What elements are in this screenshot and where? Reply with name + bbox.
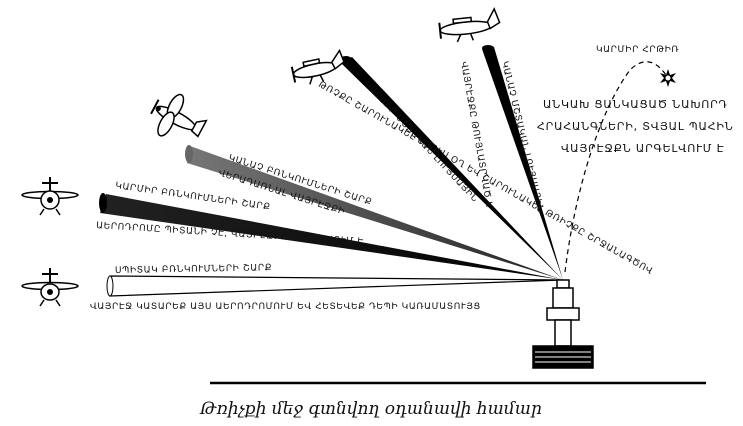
flare-burst-icon	[660, 69, 676, 87]
flare-label: ԿԱՐՄԻՐ ՀՐԹԻՌ	[596, 45, 679, 55]
svg-text:ՎԱՅՐԷՋՔՆ ԱՐԳԵԼՎՈՒՄ Է: ՎԱՅՐԷՋՔՆ ԱՐԳԵԼՎՈՒՄ Է	[561, 142, 724, 155]
beam-white-end	[106, 275, 114, 297]
beam-red-steady	[341, 57, 563, 280]
beam-green-flashing	[187, 146, 563, 280]
airplane-frontal-lower-icon	[21, 268, 79, 307]
beam-green-flashing-end	[185, 145, 193, 163]
beam-red-flashing-end	[99, 193, 107, 213]
svg-text:ՎԱՅՐԷՋ ԿԱՏԱՐԵՔ ԱՅՍ ԱԵՐՈԴՐՈՄՈՒՄ: ՎԱՅՐԷՋ ԿԱՏԱՐԵՔ ԱՅՍ ԱԵՐՈԴՐՈՄՈՒՄ ԵՎ ՀԵՏԵՎԵ…	[90, 302, 481, 312]
beam-green-steady-end	[482, 45, 494, 51]
flare-trajectory	[564, 61, 669, 273]
beam-green-steady	[482, 47, 563, 280]
airplane-frontal-upper-icon	[21, 177, 79, 216]
svg-text:ԿԱՐՄԻՐ ՀՐԹԻՌ: ԿԱՐՄԻՐ ՀՐԹԻՌ	[596, 45, 679, 55]
svg-text:ՀՐԱՀԱՆԳՆԵՐԻ, ՏՎՅԱԼ ՊԱՀԻՆ: ՀՐԱՀԱՆԳՆԵՐԻ, ՏՎՅԱԼ ՊԱՀԻՆ	[537, 120, 734, 133]
airplane-top-icon	[438, 7, 501, 43]
flare-note-line-2: ՀՐԱՀԱՆԳՆԵՐԻ, ՏՎՅԱԼ ՊԱՀԻՆ	[537, 120, 734, 133]
signal-lamp-icon	[532, 279, 594, 369]
svg-text:ՍՊԻՏԱԿ ԲՌՆԿՈՒՄՆԵՐԻ ՇԱՐՔ: ՍՊԻՏԱԿ ԲՌՆԿՈՒՄՆԵՐԻ ՇԱՐՔ	[115, 263, 272, 276]
beam-5-lower-label: ՎԱՅՐԷՋ ԿԱՏԱՐԵՔ ԱՅՍ ԱԵՐՈԴՐՈՄՈՒՄ ԵՎ ՀԵՏԵՎԵ…	[90, 302, 481, 312]
diagram-caption: Թռիչքի մեջ գտնվող օդանավի համար	[199, 399, 542, 419]
beam-white-flashing	[109, 275, 564, 297]
beam-5-upper-label: ՍՊԻՏԱԿ ԲՌՆԿՈՒՄՆԵՐԻ ՇԱՐՔ	[115, 263, 272, 276]
svg-text:Թռիչքի մեջ գտնվող օդանավի համա: Թռիչքի մեջ գտնվող օդանավի համար	[199, 399, 542, 419]
svg-text:ԱՆԿԱԽ ՑԱՆԿԱՑԱԾ ՆԱԽՈՐԴ: ԱՆԿԱԽ ՑԱՆԿԱՑԱԾ ՆԱԽՈՐԴ	[543, 98, 728, 111]
flare-note-line-3: ՎԱՅՐԷՋՔՆ ԱՐԳԵԼՎՈՒՄ Է	[561, 142, 724, 155]
airplane-descending-icon	[290, 48, 345, 85]
beam-red-flashing	[100, 194, 563, 280]
flare-note-line-1: ԱՆԿԱԽ ՑԱՆԿԱՑԱԾ ՆԱԽՈՐԴ	[543, 98, 728, 111]
airplane-banking-icon	[150, 93, 208, 138]
